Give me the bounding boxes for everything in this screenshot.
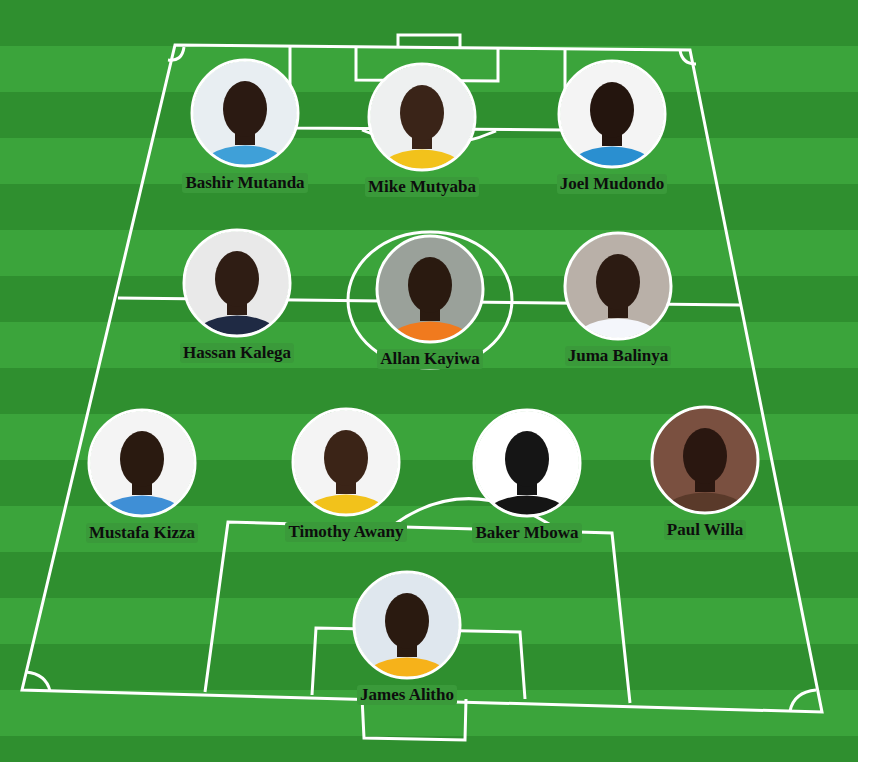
avatar-ring	[474, 410, 580, 516]
avatar-ring	[192, 60, 298, 166]
avatar-head	[400, 85, 444, 141]
player-node: Baker Mbowa	[469, 407, 584, 543]
avatar-head	[215, 251, 259, 307]
player-name: Allan Kayiwa	[377, 349, 483, 369]
corner-arc	[26, 672, 50, 691]
player-avatar	[86, 407, 198, 519]
centre-circle	[348, 232, 512, 368]
player-avatar	[189, 57, 301, 169]
player-name: Bashir Mutanda	[182, 173, 307, 193]
avatar-ring	[565, 233, 671, 339]
player-node: Juma Balinya	[562, 230, 675, 366]
player-avatar	[290, 406, 402, 518]
player-avatar	[649, 404, 761, 516]
player-avatar	[471, 407, 583, 519]
player-avatar	[181, 227, 293, 339]
player-node: Mustafa Kizza	[83, 407, 201, 543]
margin	[858, 0, 870, 762]
avatar-head	[385, 593, 429, 649]
player-node: Paul Willa	[649, 404, 761, 540]
avatar-ring	[652, 407, 758, 513]
player-avatar	[562, 230, 674, 342]
player-avatar	[374, 233, 486, 345]
avatar-head	[223, 81, 267, 137]
touchline	[22, 45, 822, 712]
player-node: Timothy Awany	[282, 406, 409, 542]
avatar-ring	[184, 230, 290, 336]
player-name: Baker Mbowa	[472, 523, 581, 543]
avatar-ring	[354, 572, 460, 678]
pitch-lines	[22, 35, 822, 740]
avatar-head	[120, 431, 164, 487]
player-node: Allan Kayiwa	[374, 233, 486, 369]
avatar-ring	[377, 236, 483, 342]
player-avatar	[351, 569, 463, 681]
avatar-ring	[559, 61, 665, 167]
player-name: Hassan Kalega	[180, 343, 294, 363]
avatar-ring	[89, 410, 195, 516]
player-avatar	[556, 58, 668, 170]
avatar-ring	[369, 64, 475, 170]
player-node: Joel Mudondo	[554, 58, 670, 194]
player-name: Timothy Awany	[285, 522, 406, 542]
avatar-head	[505, 431, 549, 487]
player-node: Hassan Kalega	[177, 227, 297, 363]
corner-arc	[168, 47, 184, 60]
player-node: Bashir Mutanda	[179, 57, 310, 193]
avatar-head	[324, 430, 368, 486]
player-name: Paul Willa	[664, 520, 746, 540]
bottom-penalty-box	[205, 522, 630, 703]
avatar-ring	[293, 409, 399, 515]
avatar-head	[596, 254, 640, 310]
top-goal	[398, 35, 460, 48]
player-name: Mike Mutyaba	[365, 177, 479, 197]
corner-arc	[680, 50, 696, 64]
corner-arc	[790, 690, 816, 711]
player-node: James Alitho	[351, 569, 463, 705]
player-name: Juma Balinya	[565, 346, 672, 366]
player-name: James Alitho	[357, 685, 457, 705]
avatar-head	[590, 82, 634, 138]
player-node: Mike Mutyaba	[362, 61, 482, 197]
avatar-head	[408, 257, 452, 313]
player-name: Joel Mudondo	[557, 174, 667, 194]
player-name: Mustafa Kizza	[86, 523, 198, 543]
player-avatar	[366, 61, 478, 173]
avatar-head	[683, 428, 727, 484]
